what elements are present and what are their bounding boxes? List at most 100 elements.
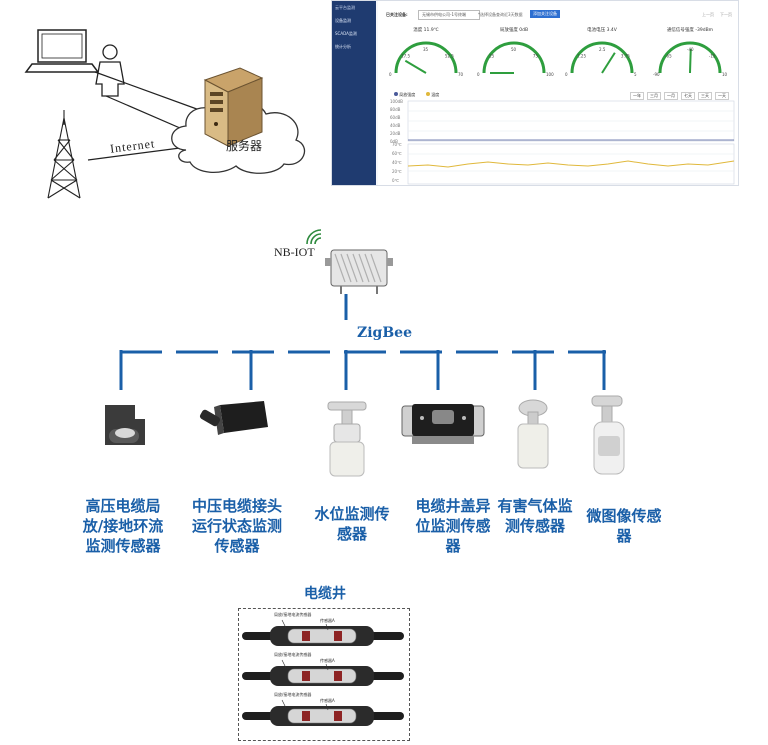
cable-joint [242, 619, 404, 646]
gauge-tick-label: 2.5 [599, 47, 606, 52]
y-tick-left: 80dB [390, 107, 401, 112]
gauge-tick-label: 75 [533, 54, 539, 59]
range-button[interactable]: 七天 [681, 92, 695, 100]
gauge-title: 电池电压 3.4V [587, 28, 617, 33]
gauge-arc [394, 41, 458, 74]
y-tick-right: 60℃ [392, 151, 402, 156]
gateway-icon [325, 249, 393, 294]
range-button[interactable]: 三月 [647, 92, 661, 100]
zigbee-label: ZigBee [357, 325, 412, 341]
wifi-signal-icon [306, 229, 322, 245]
gauge-arc [482, 41, 546, 74]
joint-status-sensor-icon [199, 401, 268, 435]
sensor-label-water-level: 水位监测传感器 [314, 505, 390, 543]
gauge-title: 通信信号强度 -39dBm [666, 28, 714, 33]
water-level-sensor-icon [327, 401, 367, 477]
trend-chart [407, 100, 735, 185]
cable-joint [242, 699, 404, 726]
sidebar-item-scada[interactable]: SCADA监测 [335, 31, 357, 36]
micro-image-sensor-icon [591, 395, 625, 475]
cable-sensor-tag: 局放/接地电流传感器 [274, 692, 312, 697]
network-illustration [24, 29, 306, 199]
nbiot-label: NB-IOT [274, 245, 315, 259]
gas-sensor-icon [517, 399, 549, 469]
gauge-tick-label: 5 [634, 72, 637, 77]
dashboard-sidebar: 云平台监测 设备监测 SCADA监测 统计分析 [332, 1, 376, 185]
user-icon [95, 44, 125, 97]
sensor-label-micro-image: 微图像传感器 [586, 507, 662, 545]
gauge-tick-label: 10 [722, 72, 728, 77]
manhole-cover-sensor-icon [401, 404, 485, 444]
laptop-icon [24, 29, 100, 73]
cell-tower-icon [47, 110, 81, 199]
gauge-tick-label: -40 [687, 47, 694, 52]
y-tick-left: 100dB [390, 99, 403, 104]
zigbee-bus [119, 294, 606, 390]
monitoring-dashboard: 云平台监测 设备监测 SCADA监测 统计分析 已关注设备: 无锡市供电公司-1… [331, 0, 739, 186]
gauge-tick-label: 1.25 [577, 54, 586, 59]
dashboard-main: 已关注设备: 无锡市供电公司-1号终端 *选择设备查询近3天数据 添加关注设备 … [378, 1, 738, 185]
cable-sensor-tag-secondary: 传感器A [320, 618, 335, 623]
y-tick-left: 0dB [390, 139, 398, 144]
toolbar-hint: *选择设备查询近3天数据 [478, 12, 523, 17]
range-button[interactable]: 三天 [698, 92, 712, 100]
sensor-label-gas: 有害气体监测传感器 [497, 497, 573, 535]
device-select[interactable]: 无锡市供电公司-1号终端 [418, 10, 480, 20]
cable-sensor-tag-secondary: 传感器A [320, 658, 335, 663]
range-button[interactable]: 一年 [630, 92, 644, 100]
range-button[interactable]: 一天 [715, 92, 729, 100]
y-tick-left: 20dB [390, 131, 401, 136]
manhole-frame [238, 608, 410, 741]
gauge-title: 局放强度 0dB [499, 28, 529, 33]
gauge-tick-label: 35 [423, 47, 429, 52]
y-tick-left: 40dB [390, 123, 401, 128]
cable-sensor-tag-secondary: 传感器A [320, 698, 335, 703]
sidebar-item-platform[interactable]: 云平台监测 [335, 5, 355, 10]
legend-temperature: 温度 [426, 92, 439, 98]
y-tick-right: 20℃ [392, 169, 402, 174]
y-tick-right: 40℃ [392, 160, 402, 165]
sensor-label-partial-discharge: 高压电缆局放/接地环流监测传感器 [82, 497, 164, 555]
cable-sensor-tag: 局放/接地电流传感器 [274, 612, 312, 617]
gauge: 电池电压 3.4V 0 1.25 2.5 3.75 5 [562, 27, 642, 83]
manhole-title: 电缆井 [304, 586, 346, 602]
legend-discharge: 局放强度 [394, 92, 415, 98]
gauge-tick-label: 0 [477, 72, 480, 77]
y-tick-left: 60dB [390, 115, 401, 120]
gauge-needle [601, 52, 616, 74]
cable-sensor-tag: 局放/接地电流传感器 [274, 652, 312, 657]
partial-discharge-sensor-icon [105, 405, 145, 445]
gauge-tick-label: 25 [489, 54, 495, 59]
gauge-arc [570, 41, 634, 74]
gauge-arc [658, 41, 722, 74]
server-label: 服务器 [226, 139, 263, 153]
gauge-tick-label: 70 [458, 72, 464, 77]
next-page-button[interactable]: 下一页 [720, 12, 732, 17]
gauge-tick-label: -90 [653, 72, 660, 77]
y-tick-right: 0℃ [392, 178, 400, 183]
server-icon [203, 67, 264, 147]
prev-page-button[interactable]: 上一页 [702, 12, 714, 17]
sidebar-item-stats[interactable]: 统计分析 [335, 44, 351, 49]
gateway-device [306, 229, 393, 294]
gauge-dial: 0 1.25 2.5 3.75 5 [565, 41, 637, 77]
temperature-series-line [407, 160, 735, 168]
add-device-button[interactable]: 添加关注设备 [530, 10, 560, 18]
gauge-tick-label: 17.5 [401, 54, 410, 59]
cable-joint [242, 659, 404, 686]
sidebar-item-device[interactable]: 设备监测 [335, 18, 351, 23]
gauge-title: 温度 11.9℃ [413, 28, 439, 33]
gauge-needle [404, 59, 427, 74]
gauge-tick-label: 0 [565, 72, 568, 77]
toolbar-label: 已关注设备: [386, 12, 408, 17]
gauge-tick-label: 52.5 [445, 54, 454, 59]
gauge-tick-label: 3.75 [621, 54, 630, 59]
sensor-label-manhole-cover: 电缆井盖异位监测传感器 [415, 497, 491, 555]
range-button[interactable]: 一月 [664, 92, 678, 100]
